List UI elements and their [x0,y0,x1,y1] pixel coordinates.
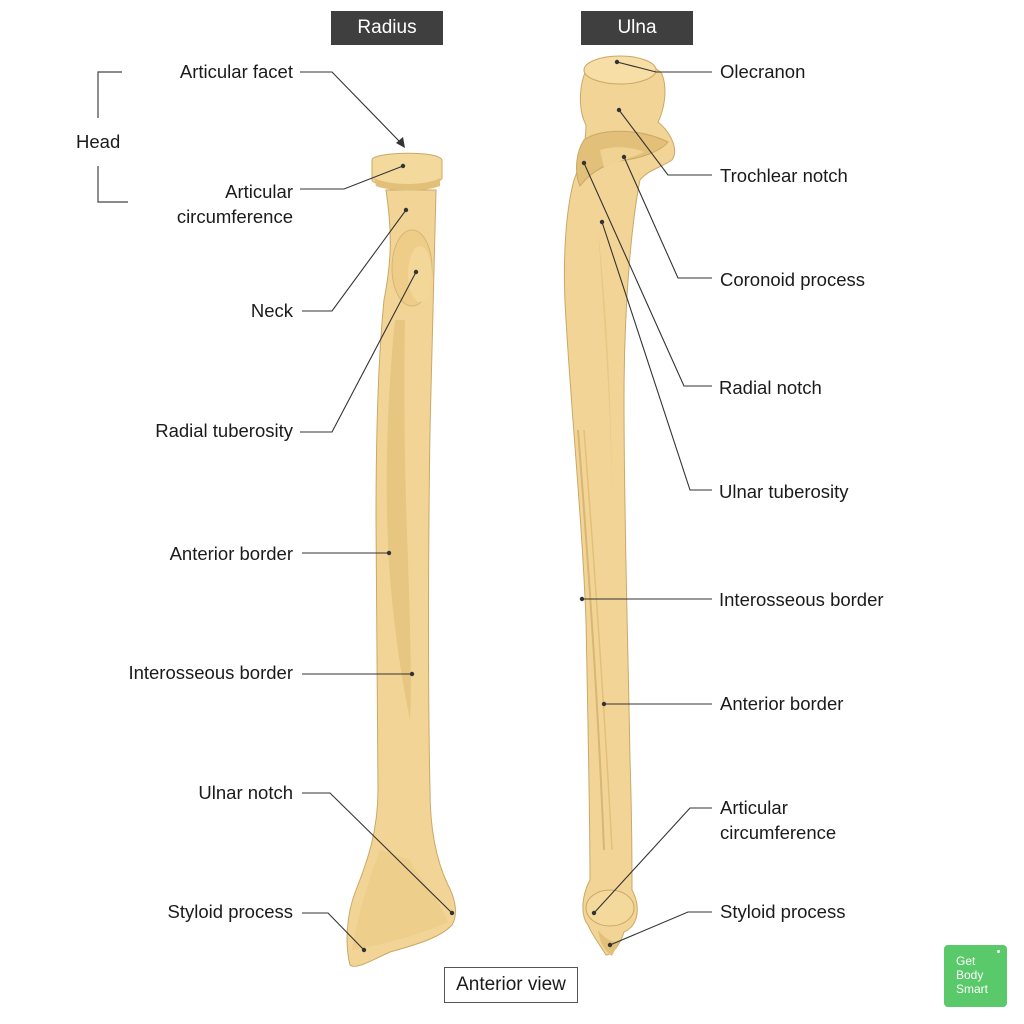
ulna-leader-dots [579,59,627,948]
label-styloid-process-ulna: Styloid process [720,901,846,922]
radius-leader-lines [300,71,453,951]
label-ulnar-tuberosity: Ulnar tuberosity [719,481,849,502]
label-articular-circumference-radius-1: Articular [225,181,293,202]
label-interosseous-border-radius: Interosseous border [128,662,293,683]
label-articular-circumference-ulna-2: circumference [720,822,837,843]
leader-coronoid-process [623,156,712,279]
leader-articular-facet [300,71,401,143]
logo-line-2: Body [956,968,984,982]
leader-olecranon [616,61,712,73]
label-radial-notch: Radial notch [719,377,822,398]
leader-ulnar-tuberosity [601,221,712,491]
label-olecranon: Olecranon [720,61,806,82]
label-anterior-border-ulna: Anterior border [720,693,844,714]
leader-articular-circumference [300,165,404,190]
logo-line-3: Smart [956,982,989,996]
leader-styloid-process [302,912,365,951]
leader-styloid-process-ulna [609,911,712,946]
label-ulnar-notch: Ulnar notch [198,782,293,803]
get-body-smart-logo: Get Body Smart [944,945,1007,1007]
arrow-head-articular-facet [396,137,405,148]
leader-ulnar-notch [302,792,453,914]
label-interosseous-border-ulna: Interosseous border [719,589,884,610]
logo-dot-icon [997,950,1000,953]
label-coronoid-process: Coronoid process [720,269,865,290]
leader-trochlear-notch [618,109,712,176]
leader-radial-tuberosity [300,271,417,433]
label-trochlear-notch: Trochlear notch [720,165,848,186]
ulna-bone [563,55,676,956]
logo-line-1: Get [956,954,976,968]
label-articular-facet: Articular facet [179,61,293,82]
label-articular-circumference-ulna-1: Articular [720,797,788,818]
radius-leader-dots [361,163,455,953]
leader-radial-notch [583,162,712,387]
label-anterior-border-radius: Anterior border [169,543,293,564]
head-bracket [97,71,128,203]
label-styloid-process-radius: Styloid process [167,901,293,922]
leader-articular-circumference-ulna [593,807,712,914]
leader-neck [302,209,407,312]
head-group-label: Head [76,131,121,152]
label-articular-circumference-radius-2: circumference [176,206,293,227]
label-radial-tuberosity: Radial tuberosity [155,420,293,441]
label-neck: Neck [250,300,293,321]
ulna-title: Ulna [581,11,693,45]
view-label: Anterior view [444,967,578,1003]
ulna-leader-lines [582,61,712,946]
radius-title: Radius [331,11,443,45]
radius-bone [346,152,456,967]
